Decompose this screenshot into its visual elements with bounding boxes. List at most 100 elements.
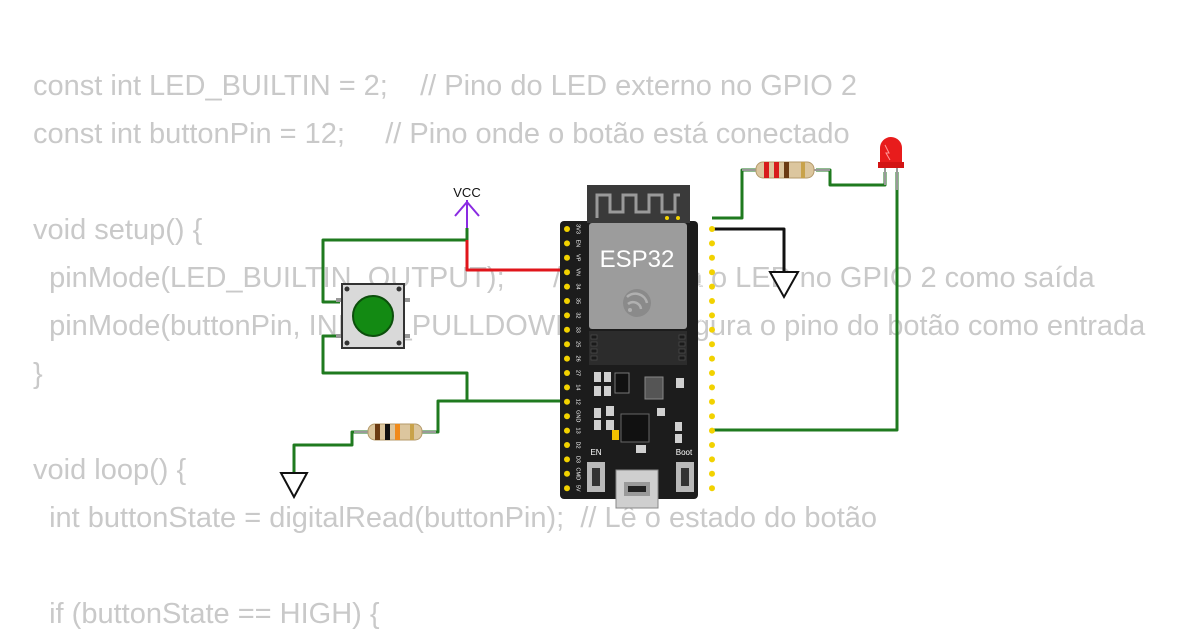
esp32-left-pin	[564, 456, 570, 463]
esp32-left-pin-label: EN	[575, 240, 581, 248]
usb-uart-chip	[620, 413, 650, 443]
esp32-right-pin	[709, 226, 715, 232]
en-button[interactable]	[587, 462, 605, 492]
esp32-left-pin	[564, 470, 570, 477]
esp32-left-pin	[564, 240, 570, 247]
esp32-right-pin-label: RX	[697, 283, 703, 291]
boot-label: Boot	[676, 448, 693, 457]
esp32-left-pin-label: 33	[575, 327, 581, 333]
code-line: const int buttonPin = 12; // Pino onde o…	[33, 118, 850, 150]
esp32-right-pin-label: GND	[697, 223, 703, 235]
esp32-left-pin	[564, 384, 570, 391]
esp32-right-pin-label: 0	[697, 415, 703, 418]
esp32-left-pin-label: 13	[575, 428, 581, 434]
esp32-right-pin	[709, 456, 715, 463]
wire-resistor-to-led	[816, 168, 887, 187]
esp32-right-pin	[709, 269, 715, 276]
esp32-right-pin	[709, 485, 715, 492]
esp32-left-pin	[564, 485, 570, 492]
wire-vcc-to-button	[321, 228, 469, 304]
esp32-left-pin	[564, 442, 570, 448]
esp32-left-pin-label: D2	[575, 441, 581, 448]
esp32-left-pin-label: GND	[575, 410, 581, 422]
esp32-right-pin	[709, 384, 715, 391]
esp32-left-pin-label: 14	[575, 384, 581, 390]
esp32-left-pin	[564, 355, 570, 362]
esp32-left-pin-label: VP	[575, 254, 581, 262]
esp32-left-pin	[564, 298, 570, 304]
esp32-right-pin-label: TX	[697, 269, 703, 276]
esp32-left-pin	[564, 398, 570, 405]
esp32-left-pin-label: 3V3	[575, 224, 581, 234]
esp32-left-pin-label: 12	[575, 399, 581, 405]
esp32-right-pin-label: CLK	[697, 483, 703, 494]
esp32-left-pin-label: 27	[575, 370, 581, 376]
esp32-right-pin-label: 5	[697, 357, 703, 360]
ground-symbol-right	[768, 271, 800, 300]
esp32-left-pin	[564, 226, 570, 232]
esp32-left-pin-label: 5V	[575, 485, 581, 492]
esp32-right-pin	[709, 254, 715, 261]
antenna-area	[587, 185, 690, 223]
esp32-right-pin	[709, 355, 715, 362]
esp32-left-pin-label: VN	[575, 268, 581, 276]
esp32-chip-label: ESP32	[600, 246, 675, 273]
code-line: const int LED_BUILTIN = 2; // Pino do LE…	[33, 70, 857, 102]
esp32-left-pin-label: 34	[575, 284, 581, 290]
esp32-right-pin-label: 18	[697, 341, 703, 347]
esp32-right-pin-label: 23	[697, 240, 703, 246]
esp32-right-pin-label: D1	[697, 456, 703, 463]
esp32-right-pin	[709, 326, 715, 333]
esp32-right-pin	[709, 312, 715, 319]
esp32-left-pin	[564, 413, 570, 420]
vcc-label: VCC	[453, 185, 480, 200]
esp32-right-pin-label: 16	[697, 384, 703, 390]
esp32-left-pin	[564, 254, 570, 261]
esp32-right-pin-label: 19	[697, 327, 703, 333]
esp32-right-pin	[709, 398, 715, 405]
esp32-left-pin-label: D3	[575, 456, 581, 463]
esp32-right-pin-label: 22	[697, 255, 703, 261]
code-line: int buttonState = digitalRead(buttonPin)…	[33, 502, 878, 534]
esp32-right-pin	[709, 283, 715, 290]
esp32-left-pin	[564, 427, 570, 434]
code-line: void loop() {	[33, 454, 187, 486]
vcc-symbol: VCC	[453, 185, 481, 228]
wire-d23-to-resistor	[712, 168, 756, 220]
wire-button-to-gpio12	[321, 334, 567, 403]
espressif-logo	[623, 289, 651, 317]
micro-usb-port	[615, 469, 659, 509]
esp32-right-pin-label: 15	[697, 442, 703, 448]
pushbutton[interactable]	[336, 283, 410, 349]
esp32-right-pin-label: 17	[697, 370, 703, 376]
code-line: void setup() {	[33, 214, 203, 246]
esp32-right-pin	[709, 341, 715, 348]
code-line: pinMode(buttonPin, INPUT_PULLDOWN); // C…	[49, 310, 1146, 342]
esp32-right-pin-label: 2	[697, 429, 703, 432]
wire-gnd-to-ground	[712, 227, 786, 272]
esp32-right-pin	[709, 442, 715, 448]
esp32-left-pin-label: 32	[575, 312, 581, 318]
ground-symbol-left	[279, 472, 309, 500]
wire-vcc-to-3v3	[465, 228, 569, 272]
wire-resistor-to-ground	[292, 430, 368, 473]
esp32-right-pin	[709, 240, 715, 247]
esp32-pins-left: 3V3ENVPVN343532332526271412GND13D2D3CMD5…	[564, 224, 581, 492]
led-red	[878, 137, 904, 190]
esp32-board: ESP32	[560, 185, 715, 509]
en-label: EN	[590, 448, 601, 457]
rf-shield	[589, 223, 687, 329]
esp32-left-pin	[564, 326, 570, 333]
boot-button[interactable]	[676, 462, 694, 492]
esp32-left-pin-label: 25	[575, 341, 581, 347]
resistor-pulldown	[354, 423, 436, 441]
code-line: }	[33, 358, 43, 390]
esp32-left-pin	[564, 370, 570, 376]
button-cap[interactable]	[352, 295, 394, 337]
esp32-right-pin	[709, 370, 715, 376]
wire-led-to-gpio2	[712, 172, 899, 432]
esp32-left-pin	[564, 269, 570, 276]
esp32-right-pin-label: D0	[697, 470, 703, 477]
